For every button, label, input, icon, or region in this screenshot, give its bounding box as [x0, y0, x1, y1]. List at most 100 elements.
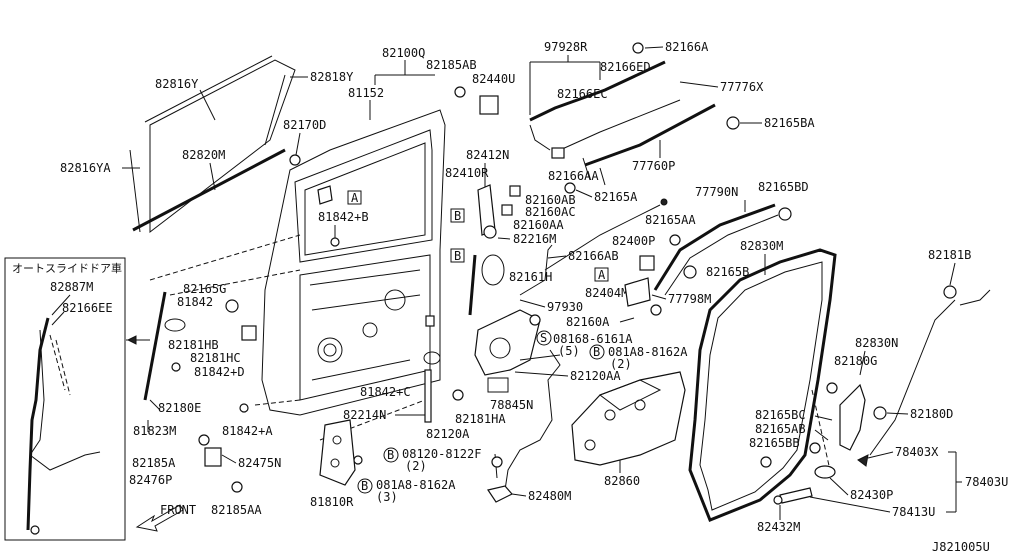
label-82170D: 82170D — [283, 118, 326, 132]
label-82181HB: 82181HB — [168, 338, 219, 352]
regulator-82120AA — [474, 309, 541, 376]
label-82166A: 82166A — [665, 40, 709, 54]
upper-rail-97928R — [529, 60, 666, 122]
label-82165BA: 82165BA — [764, 116, 815, 130]
seal-82181H — [481, 254, 505, 286]
label-82100Q: 82100Q — [382, 46, 425, 60]
label-77790N: 77790N — [695, 185, 738, 199]
ref-B-2: B — [454, 249, 461, 263]
ref-A-2: A — [598, 268, 606, 282]
label-82475N: 82475N — [238, 456, 281, 470]
roller-82400P — [639, 255, 655, 271]
inset-harness — [29, 329, 101, 471]
label-82816Y: 82816Y — [155, 77, 199, 91]
motor-78845N — [487, 377, 509, 393]
label-82166AB: 82166AB — [568, 249, 619, 263]
label-82181B: 82181B — [928, 248, 971, 262]
label-82181HA: 82181HA — [455, 412, 506, 426]
weatherstrip-82830M — [688, 248, 837, 522]
front-label: FRONT — [160, 503, 196, 517]
label-82161H: 82161H — [509, 270, 552, 284]
label-82166EC: 82166EC — [557, 87, 608, 101]
label-77798M: 77798M — [668, 292, 711, 306]
label-82165G: 82165G — [183, 282, 226, 296]
label-82165B: 82165B — [706, 265, 749, 279]
rail-81823M — [143, 291, 167, 401]
trim-82860 — [571, 371, 686, 466]
label-82820M: 82820M — [182, 148, 225, 162]
label-82165AB-bottom: 82165AB — [755, 422, 806, 436]
label-82816YA: 82816YA — [60, 161, 111, 175]
label-82860: 82860 — [604, 474, 640, 488]
door-window-frame — [294, 129, 433, 263]
label-82185AA: 82185AA — [211, 503, 262, 517]
label-82410R: 82410R — [445, 166, 489, 180]
label-82166EE: 82166EE — [62, 301, 113, 315]
bracket-82404M — [624, 277, 651, 307]
label-81810R: 81810R — [310, 495, 354, 509]
label-82818Y: 82818Y — [310, 70, 354, 84]
label-82181HC: 82181HC — [190, 351, 241, 365]
lower-rail-77790N — [653, 203, 776, 291]
label-82120AA: 82120AA — [570, 369, 621, 383]
label-81842B: 81842+B — [318, 210, 369, 224]
label-82830N: 82830N — [855, 336, 898, 350]
label-82160AC: 82160AC — [525, 205, 576, 219]
label-81842D: 81842+D — [194, 365, 245, 379]
label-82432M: 82432M — [757, 520, 800, 534]
label-08120-8122F: 08120-8122F — [402, 447, 481, 461]
door-shell — [261, 109, 446, 416]
figure-code: J821005U — [932, 540, 990, 554]
label-82412N: 82412N — [466, 148, 509, 162]
label-78413U: 78413U — [892, 505, 935, 519]
label-08168-qty: (5) — [558, 344, 580, 358]
door-outer-panel — [261, 109, 446, 416]
label-77776X: 77776X — [720, 80, 764, 94]
circle-B-2: B — [361, 479, 368, 493]
label-82165A: 82165A — [594, 190, 638, 204]
label-78403U: 78403U — [965, 475, 1008, 489]
inset-rail — [26, 317, 50, 531]
label-78845N: 78845N — [490, 398, 533, 412]
ref-B-1: B — [454, 209, 461, 223]
label-97930: 97930 — [547, 300, 583, 314]
front-arrow: FRONT — [135, 503, 196, 532]
inset-title: オートスライドドア車 — [12, 261, 122, 275]
harness-78403X — [869, 299, 956, 456]
label-82165AA: 82165AA — [645, 213, 696, 227]
label-78403X: 78403X — [895, 445, 939, 459]
label-82214N: 82214N — [343, 408, 386, 422]
label-81823M: 81823M — [133, 424, 176, 438]
label-82160A: 82160A — [566, 315, 610, 329]
label-77760P: 77760P — [632, 159, 675, 173]
label-82440U: 82440U — [472, 72, 515, 86]
label-82216M: 82216M — [513, 232, 556, 246]
cable-end-82480M — [487, 485, 513, 503]
label-82166ED: 82166ED — [600, 60, 651, 74]
bracket-82440U — [479, 95, 499, 115]
label-081A8-8162A-right: 081A8-8162A — [608, 345, 688, 359]
bracket-81810R — [319, 419, 356, 486]
label-82476P: 82476P — [129, 473, 172, 487]
label-97928R: 97928R — [544, 40, 588, 54]
guide-77760P — [584, 103, 716, 167]
label-82180D: 82180D — [910, 407, 953, 421]
circle-B-3: B — [593, 345, 600, 359]
label-82120A: 82120A — [426, 427, 470, 441]
label-81842A: 81842+A — [222, 424, 273, 438]
label-82160AB: 82160AB — [525, 193, 576, 207]
label-081A8-8162A-bottom: 081A8-8162A — [376, 478, 456, 492]
circle-B-1: B — [387, 448, 394, 462]
label-82166AA: 82166AA — [548, 169, 599, 183]
circle-S: S — [540, 331, 547, 345]
label-81152: 81152 — [348, 86, 384, 100]
label-82400P: 82400P — [612, 234, 655, 248]
label-82165BB: 82165BB — [749, 436, 800, 450]
ref-A-1: A — [351, 191, 359, 205]
label-82160AA: 82160AA — [513, 218, 564, 232]
door-glass — [149, 59, 296, 234]
label-82165BD: 82165BD — [758, 180, 809, 194]
label-82185A: 82185A — [132, 456, 176, 470]
clip-82170D — [289, 154, 301, 166]
label-82185AB-top: 82185AB — [426, 58, 477, 72]
